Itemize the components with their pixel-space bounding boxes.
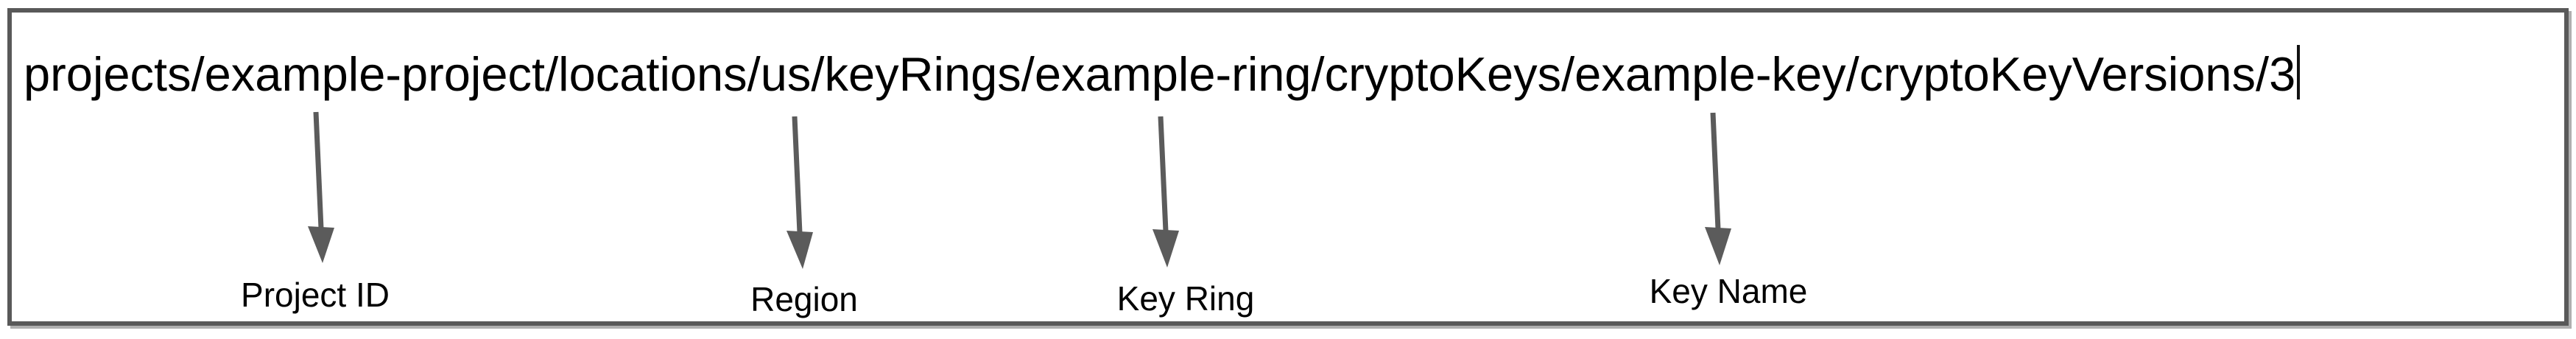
resource-path-text[interactable]: projects/example-project/locations/us/ke… xyxy=(24,45,2301,102)
label-region: Region xyxy=(750,280,858,318)
resource-path-value: projects/example-project/locations/us/ke… xyxy=(24,47,2296,101)
label-key-name: Key Name xyxy=(1649,272,1808,310)
diagram-frame xyxy=(7,8,2569,326)
label-project-id: Project ID xyxy=(241,276,390,314)
text-cursor xyxy=(2297,45,2301,99)
label-key-ring: Key Ring xyxy=(1116,279,1255,318)
